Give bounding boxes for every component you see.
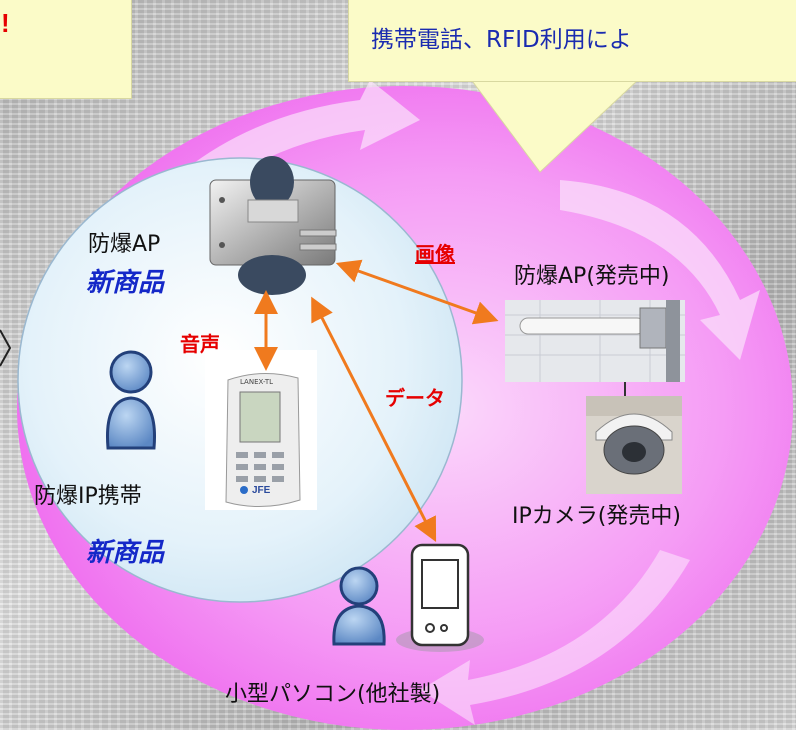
image-arrow [335,259,499,325]
ap-new-badge: 新商品 [86,268,165,298]
person-icon [105,350,157,450]
ap-sold-device [505,300,685,382]
swirl-highlight [420,550,690,725]
image-link-label: 画像 [415,242,455,266]
callout-left-text: ! [1,8,10,38]
data-arrow [311,296,437,543]
ap-new-device [209,156,337,295]
voice-link-label: 音声 [180,332,220,356]
swirl-highlight [110,80,420,270]
pda-label: 小型パソコン(他社製) [225,682,441,707]
phone-new-badge: 新商品 [86,538,165,568]
phone-model-text: LANEX-TL [240,378,274,386]
callout-right: 携帯電話、RFID利用によ [348,0,796,82]
data-link-label: データ [385,386,445,410]
ap-sold-label: 防爆AP(発売中) [514,264,670,289]
ap-new-label: 防爆AP [88,232,161,257]
ip-phone-device [205,350,317,510]
camera-label: IPカメラ(発売中) [512,504,681,529]
phone-brand-text: JFE [252,485,271,496]
pda-device [396,543,484,652]
callout-left: ! [0,0,132,99]
ip-camera-device [586,382,682,494]
phone-new-label: 防爆IP携帯 [34,484,142,509]
swirl-highlight [560,180,760,360]
left-chevron [0,329,12,367]
callout-right-text: 携帯電話、RFID利用によ [371,27,632,53]
person-icon [332,566,386,646]
